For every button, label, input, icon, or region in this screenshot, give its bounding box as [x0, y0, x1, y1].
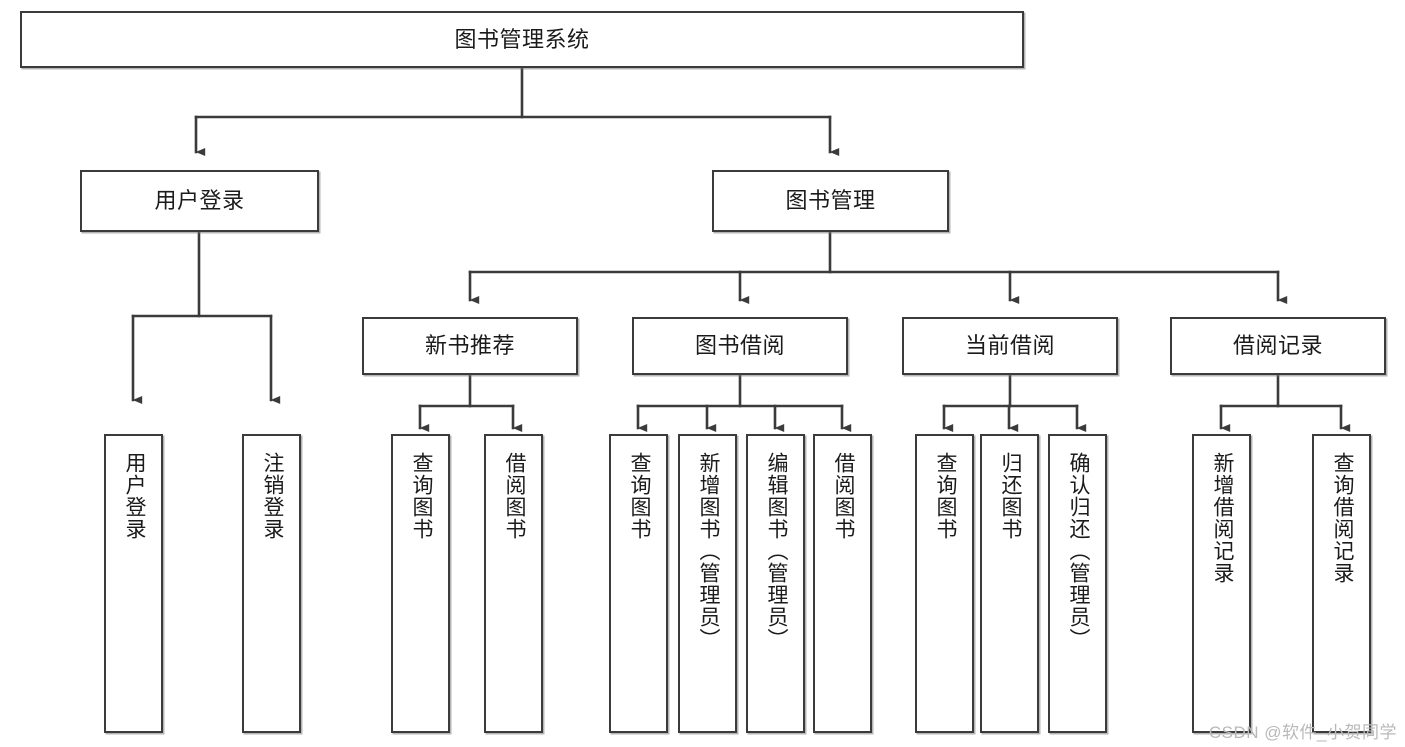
node-leaf-user-login-logout[interactable]: 注销登录 — [242, 434, 301, 733]
node-leaf-currentborrow-return[interactable]: 归还图书 — [980, 434, 1039, 733]
node-leaf-label: 查询借阅记录 — [1330, 452, 1354, 584]
node-leaf-bookborrow-add[interactable]: 新增图书（管理员） — [678, 434, 737, 733]
node-book-borrow[interactable]: 图书借阅 — [632, 317, 848, 375]
node-leaf-label: 借阅图书 — [502, 452, 526, 540]
node-user-login-label: 用户登录 — [154, 188, 245, 214]
node-leaf-label: 查询图书 — [933, 452, 957, 540]
node-leaf-label: 编辑图书（管理员） — [764, 452, 788, 650]
node-book-manage[interactable]: 图书管理 — [712, 170, 949, 232]
node-leaf-record-query[interactable]: 查询借阅记录 — [1312, 434, 1371, 733]
node-leaf-newbook-query[interactable]: 查询图书 — [391, 434, 450, 733]
node-leaf-label: 确认归还（管理员） — [1066, 452, 1090, 650]
node-borrow-record-label: 借阅记录 — [1232, 333, 1323, 359]
node-leaf-label: 查询图书 — [627, 452, 651, 540]
node-leaf-bookborrow-borrow[interactable]: 借阅图书 — [813, 434, 872, 733]
node-leaf-label: 借阅图书 — [831, 452, 855, 540]
watermark-text: CSDN @软件_小贺同学 — [1208, 723, 1397, 742]
node-leaf-bookborrow-edit[interactable]: 编辑图书（管理员） — [746, 434, 805, 733]
node-user-login[interactable]: 用户登录 — [80, 170, 319, 232]
node-borrow-record[interactable]: 借阅记录 — [1170, 317, 1386, 375]
node-leaf-record-add[interactable]: 新增借阅记录 — [1192, 434, 1251, 733]
node-new-book-recommend-label: 新书推荐 — [424, 333, 515, 359]
node-root-label: 图书管理系统 — [454, 26, 590, 52]
node-root[interactable]: 图书管理系统 — [20, 11, 1024, 68]
node-leaf-currentborrow-query[interactable]: 查询图书 — [915, 434, 974, 733]
node-leaf-label: 注销登录 — [260, 452, 284, 540]
node-current-borrow[interactable]: 当前借阅 — [902, 317, 1118, 375]
node-current-borrow-label: 当前借阅 — [964, 333, 1055, 359]
node-leaf-bookborrow-query[interactable]: 查询图书 — [609, 434, 668, 733]
node-book-manage-label: 图书管理 — [785, 188, 876, 214]
node-leaf-user-login-login[interactable]: 用户登录 — [104, 434, 163, 733]
node-leaf-label: 新增图书（管理员） — [696, 452, 720, 650]
node-leaf-label: 查询图书 — [409, 452, 433, 540]
node-leaf-currentborrow-confirm[interactable]: 确认归还（管理员） — [1048, 434, 1107, 733]
node-leaf-label: 新增借阅记录 — [1210, 452, 1234, 584]
node-new-book-recommend[interactable]: 新书推荐 — [362, 317, 578, 375]
node-leaf-label: 归还图书 — [998, 452, 1022, 540]
node-leaf-label: 用户登录 — [122, 452, 146, 540]
node-leaf-newbook-borrow[interactable]: 借阅图书 — [484, 434, 543, 733]
node-book-borrow-label: 图书借阅 — [694, 333, 785, 359]
